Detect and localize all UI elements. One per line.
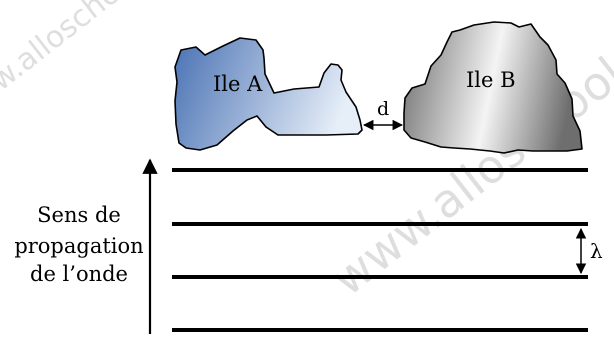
direction-label-line-1: Sens de [37, 203, 121, 227]
direction-label-line-3: de l’onde [30, 262, 128, 286]
island-b-label: Ile B [466, 68, 516, 92]
island-b-shape [403, 21, 583, 154]
island-a-label: Ile A [213, 72, 263, 96]
gap-label: d [377, 98, 389, 120]
wavelength-label: λ [590, 239, 603, 263]
island-a-shape [174, 37, 363, 151]
direction-label-line-2: propagation [14, 234, 143, 258]
